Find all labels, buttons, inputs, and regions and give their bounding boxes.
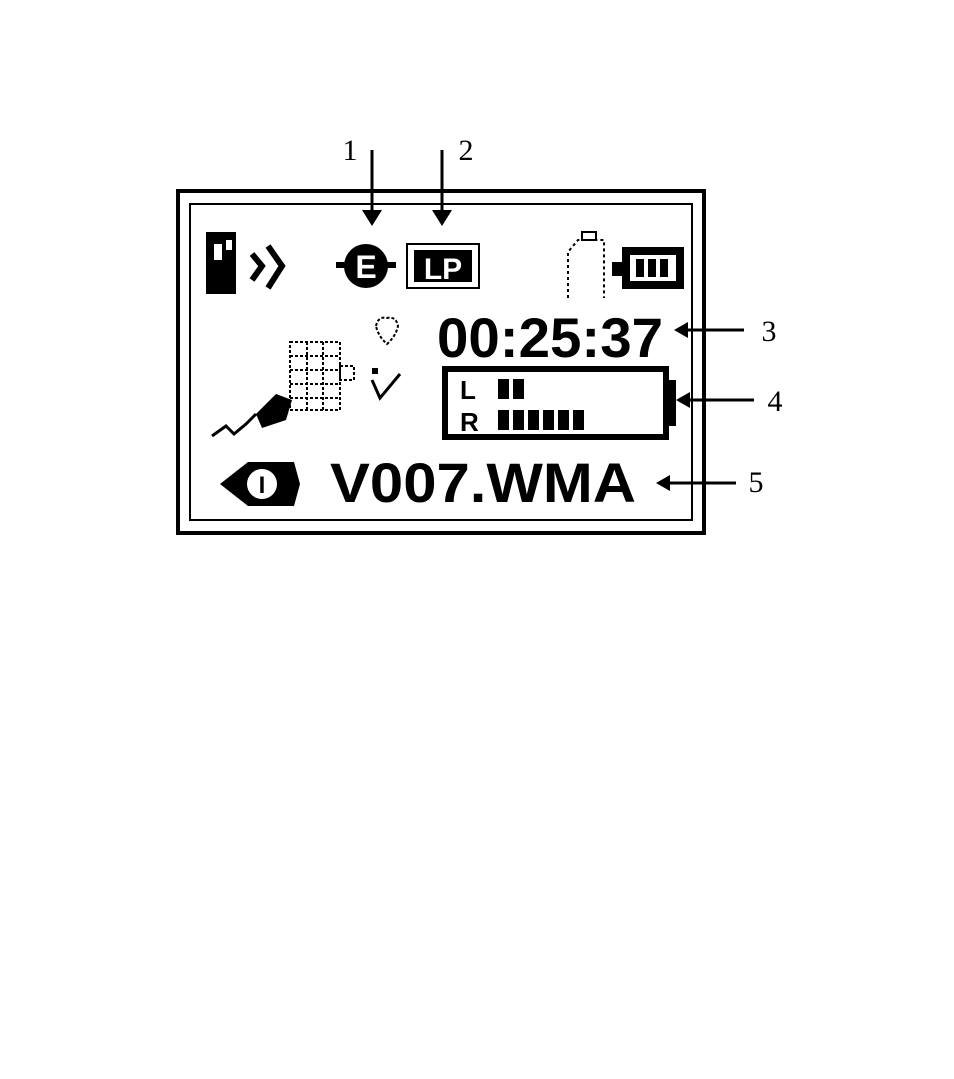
callout-arrow-2 [432,150,452,226]
left-level-bar [498,379,509,399]
left-channel-bars [498,379,524,399]
callout-number-4: 4 [768,385,783,418]
right-level-bar [573,410,584,430]
callout-number-3: 3 [762,315,777,348]
speaker-icon [206,232,282,294]
level-meter: L R [445,369,676,437]
mode-icon: E [336,244,396,288]
callout-arrow-4 [676,392,754,408]
right-level-bar [513,410,524,430]
memory-card-icon [568,232,604,298]
callout-arrow-3 [674,322,744,338]
right-level-bar [558,410,569,430]
callout-arrow-1 [362,150,382,226]
file-type-icon: I [220,462,300,506]
file-badge-letter: I [259,472,266,499]
microphone-icon [212,342,354,436]
left-level-bar [513,379,524,399]
right-level-bar [528,410,539,430]
callout-arrow-5 [656,475,736,491]
right-level-bar [498,410,509,430]
callout-number-5: 5 [749,466,764,499]
check-icon [372,368,400,398]
level-meter-left-label: L [460,375,476,405]
heart-icon [376,318,398,344]
callout-number-2: 2 [459,134,474,167]
level-meter-right-label: R [460,407,479,437]
elapsed-time: 00:25:37 [437,306,663,369]
battery-icon [612,247,684,289]
right-channel-bars [498,410,584,430]
track-filename: V007.WMA [330,451,636,514]
callout-number-1: 1 [343,134,358,167]
mode-letter: E [355,249,376,285]
quality-label: LP [424,253,462,286]
right-level-bar [543,410,554,430]
quality-badge: LP [407,244,479,288]
